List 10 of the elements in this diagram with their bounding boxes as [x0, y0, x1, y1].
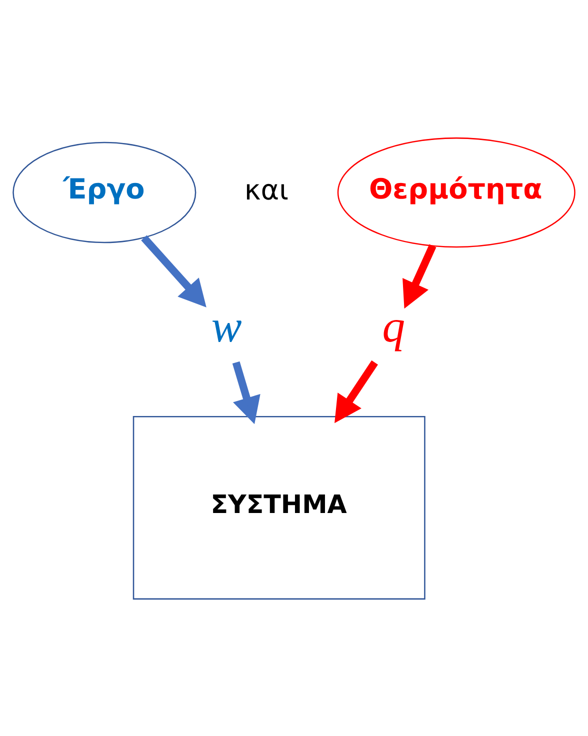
arrow [334, 360, 378, 423]
arrow [141, 234, 206, 307]
node-ellipse: Θερμότητα [337, 136, 576, 248]
node-ellipse: Έργο [12, 141, 196, 243]
arrow [402, 244, 436, 308]
node-text: w [211, 300, 242, 352]
node-box: ΣΥΣΤΗΜΑ [132, 415, 426, 600]
arrow [232, 360, 260, 424]
node-text: q [382, 300, 406, 352]
label: και [244, 173, 289, 206]
